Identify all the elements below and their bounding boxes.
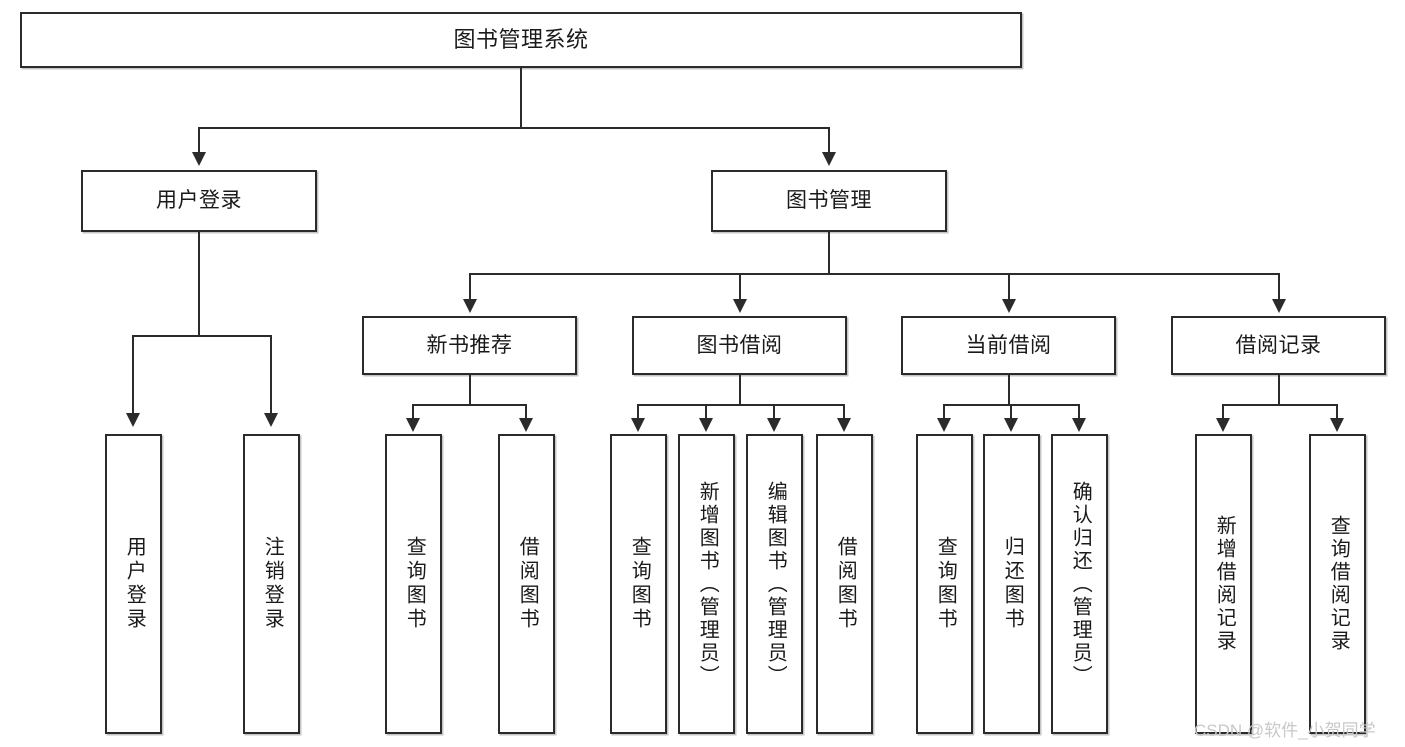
connector-user-login-stem bbox=[198, 232, 200, 336]
arrowhead-current-borrow-leaf-0 bbox=[937, 418, 951, 432]
node-borrow-record[interactable]: 借阅记录 bbox=[1171, 316, 1386, 375]
arrowhead-book-borrow-leaf-2 bbox=[767, 418, 781, 432]
node-label: 借阅图书 bbox=[834, 536, 857, 632]
arrowhead-book-borrow-leaf-0 bbox=[631, 418, 645, 432]
connector-root-bus bbox=[198, 127, 830, 129]
arrowhead-book-borrow-leaf-3 bbox=[837, 418, 851, 432]
connector-book-borrow-stem bbox=[739, 375, 741, 405]
leaf-current-borrow-return[interactable]: 归还图书 bbox=[983, 434, 1040, 734]
connector-book-management-drop-1 bbox=[739, 273, 741, 302]
leaf-new-book-borrow[interactable]: 借阅图书 bbox=[498, 434, 555, 734]
node-label: 确认归还（管理员） bbox=[1069, 480, 1092, 688]
connector-book-management-drop-3 bbox=[1278, 273, 1280, 302]
arrowhead-new-book-leaf-1 bbox=[519, 418, 533, 432]
connector-current-borrow-drop-1 bbox=[1010, 404, 1012, 420]
node-label: 查询借阅记录 bbox=[1327, 515, 1350, 653]
connector-root-drop-left bbox=[198, 127, 200, 155]
node-label: 用户登录 bbox=[123, 536, 146, 632]
node-label: 图书管理系统 bbox=[453, 26, 589, 52]
connector-book-management-drop-0 bbox=[469, 273, 471, 302]
leaf-book-borrow-borrow[interactable]: 借阅图书 bbox=[816, 434, 873, 734]
leaf-book-borrow-query[interactable]: 查询图书 bbox=[610, 434, 667, 734]
leaf-new-book-query[interactable]: 查询图书 bbox=[385, 434, 442, 734]
leaf-book-borrow-add-admin[interactable]: 新增图书（管理员） bbox=[678, 434, 735, 734]
connector-root-drop-right bbox=[828, 127, 830, 155]
connector-borrow-record-drop-0 bbox=[1222, 404, 1224, 420]
node-new-book-recommend[interactable]: 新书推荐 bbox=[362, 316, 577, 375]
node-label: 归还图书 bbox=[1001, 536, 1024, 632]
leaf-user-login-logout[interactable]: 注销登录 bbox=[243, 434, 300, 734]
node-current-borrow[interactable]: 当前借阅 bbox=[901, 316, 1116, 375]
arrowhead-to-book-management bbox=[822, 152, 836, 166]
leaf-current-borrow-confirm-admin[interactable]: 确认归还（管理员） bbox=[1051, 434, 1108, 734]
connector-book-borrow-drop-0 bbox=[637, 404, 639, 420]
arrowhead-borrow-record-leaf-1 bbox=[1330, 418, 1344, 432]
connector-new-book-stem bbox=[469, 375, 471, 405]
leaf-user-login-login[interactable]: 用户登录 bbox=[105, 434, 162, 734]
arrowhead-current-borrow-leaf-1 bbox=[1004, 418, 1018, 432]
connector-new-book-bus bbox=[412, 404, 527, 406]
arrowhead-book-borrow-leaf-1 bbox=[699, 418, 713, 432]
connector-user-login-drop-1 bbox=[270, 335, 272, 416]
arrowhead-user-login-leaf-0 bbox=[126, 413, 140, 427]
leaf-borrow-record-add[interactable]: 新增借阅记录 bbox=[1195, 434, 1252, 734]
connector-new-book-drop-1 bbox=[525, 404, 527, 420]
connector-borrow-record-bus bbox=[1222, 404, 1338, 406]
arrowhead-borrow-record bbox=[1272, 299, 1286, 313]
arrowhead-to-user-login bbox=[192, 152, 206, 166]
node-label: 图书借阅 bbox=[696, 333, 783, 357]
node-label: 注销登录 bbox=[261, 536, 284, 632]
connector-borrow-record-drop-1 bbox=[1336, 404, 1338, 420]
connector-root-stem bbox=[520, 68, 522, 128]
arrowhead-current-borrow bbox=[1002, 299, 1016, 313]
arrowhead-current-borrow-leaf-2 bbox=[1072, 418, 1086, 432]
connector-current-borrow-drop-0 bbox=[943, 404, 945, 420]
node-label: 查询图书 bbox=[628, 536, 651, 632]
leaf-book-borrow-edit-admin[interactable]: 编辑图书（管理员） bbox=[746, 434, 803, 734]
node-label: 新书推荐 bbox=[426, 333, 513, 357]
node-label: 当前借阅 bbox=[965, 333, 1052, 357]
csdn-watermark: CSDN @软件_小贺同学 bbox=[1194, 721, 1376, 740]
connector-book-management-bus bbox=[469, 273, 1279, 275]
node-label: 借阅图书 bbox=[516, 536, 539, 632]
node-label: 借阅记录 bbox=[1235, 333, 1322, 357]
arrowhead-borrow-record-leaf-0 bbox=[1216, 418, 1230, 432]
connector-user-login-drop-0 bbox=[132, 335, 134, 416]
connector-book-borrow-drop-2 bbox=[773, 404, 775, 420]
arrowhead-new-book-leaf-0 bbox=[406, 418, 420, 432]
connector-user-login-bus bbox=[132, 335, 272, 337]
connector-book-management-drop-2 bbox=[1008, 273, 1010, 302]
connector-book-borrow-drop-3 bbox=[843, 404, 845, 420]
node-user-login[interactable]: 用户登录 bbox=[81, 170, 317, 232]
connector-book-borrow-bus bbox=[637, 404, 845, 406]
connector-book-borrow-drop-1 bbox=[705, 404, 707, 420]
node-label: 查询图书 bbox=[934, 536, 957, 632]
connector-book-management-stem bbox=[828, 232, 830, 274]
arrowhead-user-login-leaf-1 bbox=[264, 413, 278, 427]
node-label: 查询图书 bbox=[403, 536, 426, 632]
connector-new-book-drop-0 bbox=[412, 404, 414, 420]
node-book-borrow[interactable]: 图书借阅 bbox=[632, 316, 847, 375]
leaf-current-borrow-query[interactable]: 查询图书 bbox=[916, 434, 973, 734]
node-label: 新增借阅记录 bbox=[1213, 515, 1236, 653]
node-book-management[interactable]: 图书管理 bbox=[711, 170, 947, 232]
node-label: 图书管理 bbox=[786, 189, 872, 213]
leaf-borrow-record-query[interactable]: 查询借阅记录 bbox=[1309, 434, 1366, 734]
connector-borrow-record-stem bbox=[1278, 375, 1280, 405]
node-label: 编辑图书（管理员） bbox=[764, 480, 787, 688]
connector-current-borrow-drop-2 bbox=[1078, 404, 1080, 420]
arrowhead-new-book-recommend bbox=[463, 299, 477, 313]
node-root-book-management-system[interactable]: 图书管理系统 bbox=[20, 12, 1022, 68]
node-label: 新增图书（管理员） bbox=[696, 480, 719, 688]
arrowhead-book-borrow bbox=[733, 299, 747, 313]
node-label: 用户登录 bbox=[156, 189, 242, 213]
connector-current-borrow-stem bbox=[1008, 375, 1010, 405]
